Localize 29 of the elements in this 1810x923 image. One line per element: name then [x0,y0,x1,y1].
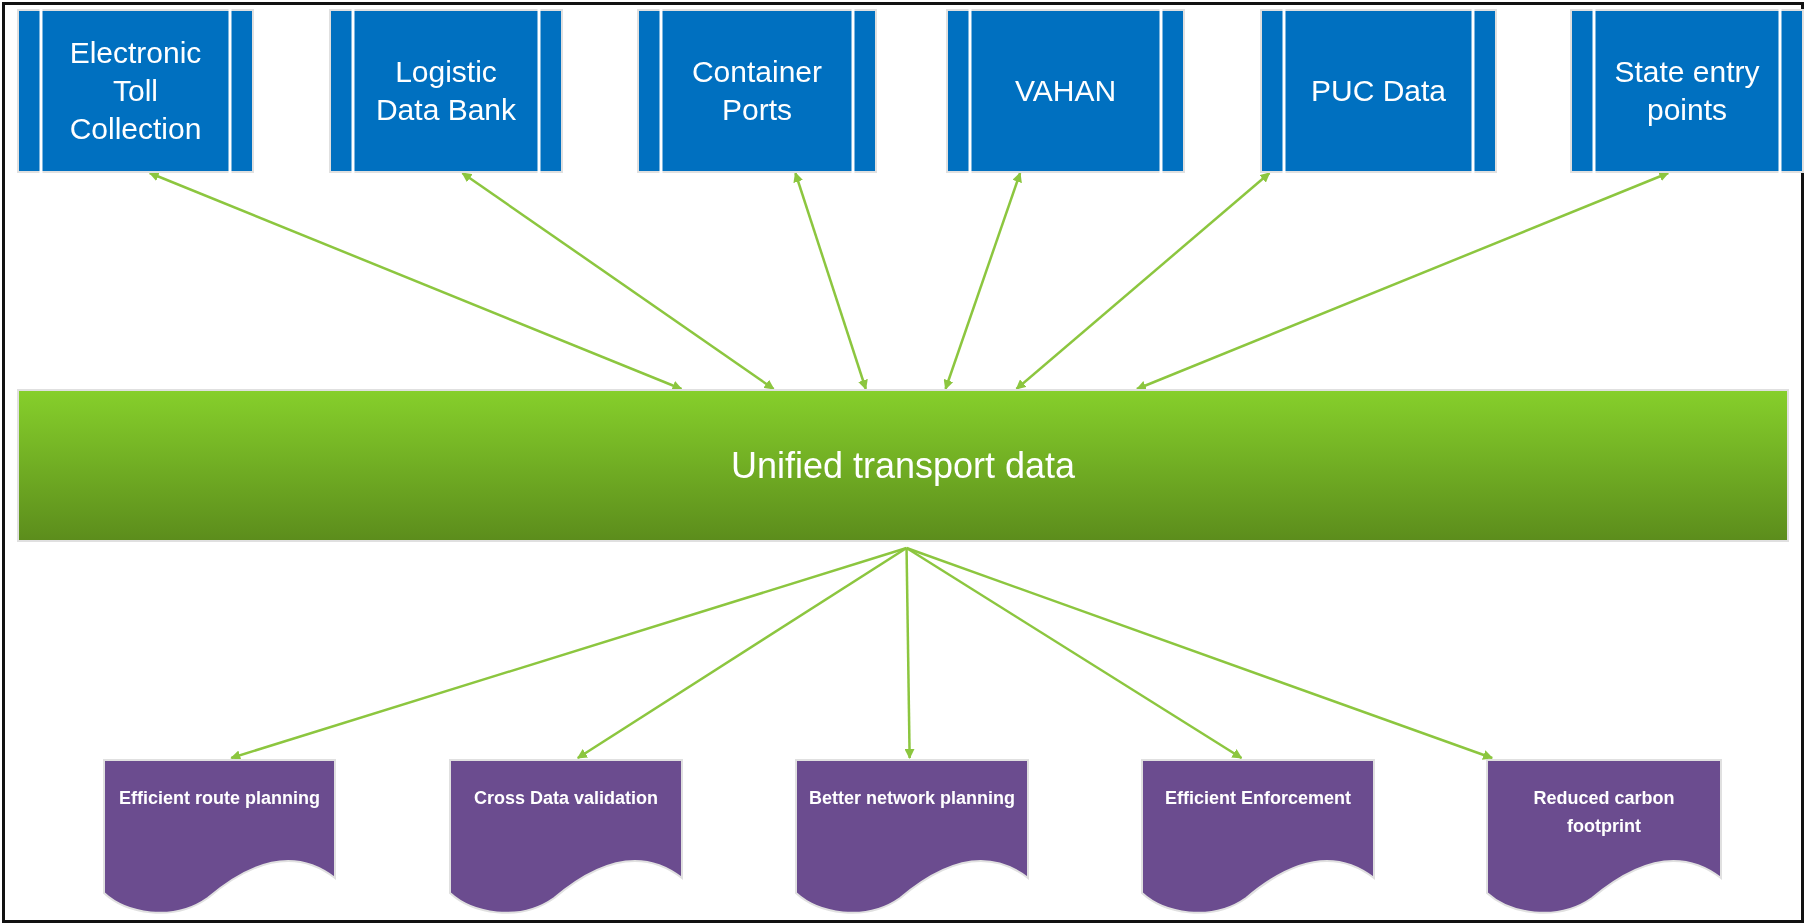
arrow [1015,172,1271,390]
predefined-process-box [17,9,254,173]
band-label: Unified transport data [730,444,1076,487]
data-band [17,389,1789,542]
node-label: Logistic Data Bank [374,54,518,128]
node-label: State entry points [1613,54,1761,128]
arrow [943,172,1022,390]
arrow [576,546,908,760]
arrow [1136,171,1670,391]
predefined-process-box [1260,9,1497,173]
node-label: Efficient route planning [118,787,321,810]
arrow [793,172,868,390]
predefined-process-box [946,9,1185,173]
arrow [230,546,907,761]
arrow [461,171,775,391]
predefined-process-box [1570,9,1804,173]
node-label: Reduced carbon footprint [1532,787,1676,838]
node-label: Efficient Enforcement [1164,787,1352,810]
node-label: Cross Data validation [472,787,660,810]
arrow [148,171,683,391]
predefined-process-box [637,9,877,173]
node-label: Better network planning [808,787,1016,810]
node-label: VAHAN [1013,73,1118,109]
arrow [904,547,915,759]
node-label: PUC Data [1309,73,1447,109]
predefined-process-box [329,9,563,173]
node-label: Electronic Toll Collection [68,35,203,147]
arrow [906,546,1494,760]
node-label: Container Ports [690,54,824,128]
